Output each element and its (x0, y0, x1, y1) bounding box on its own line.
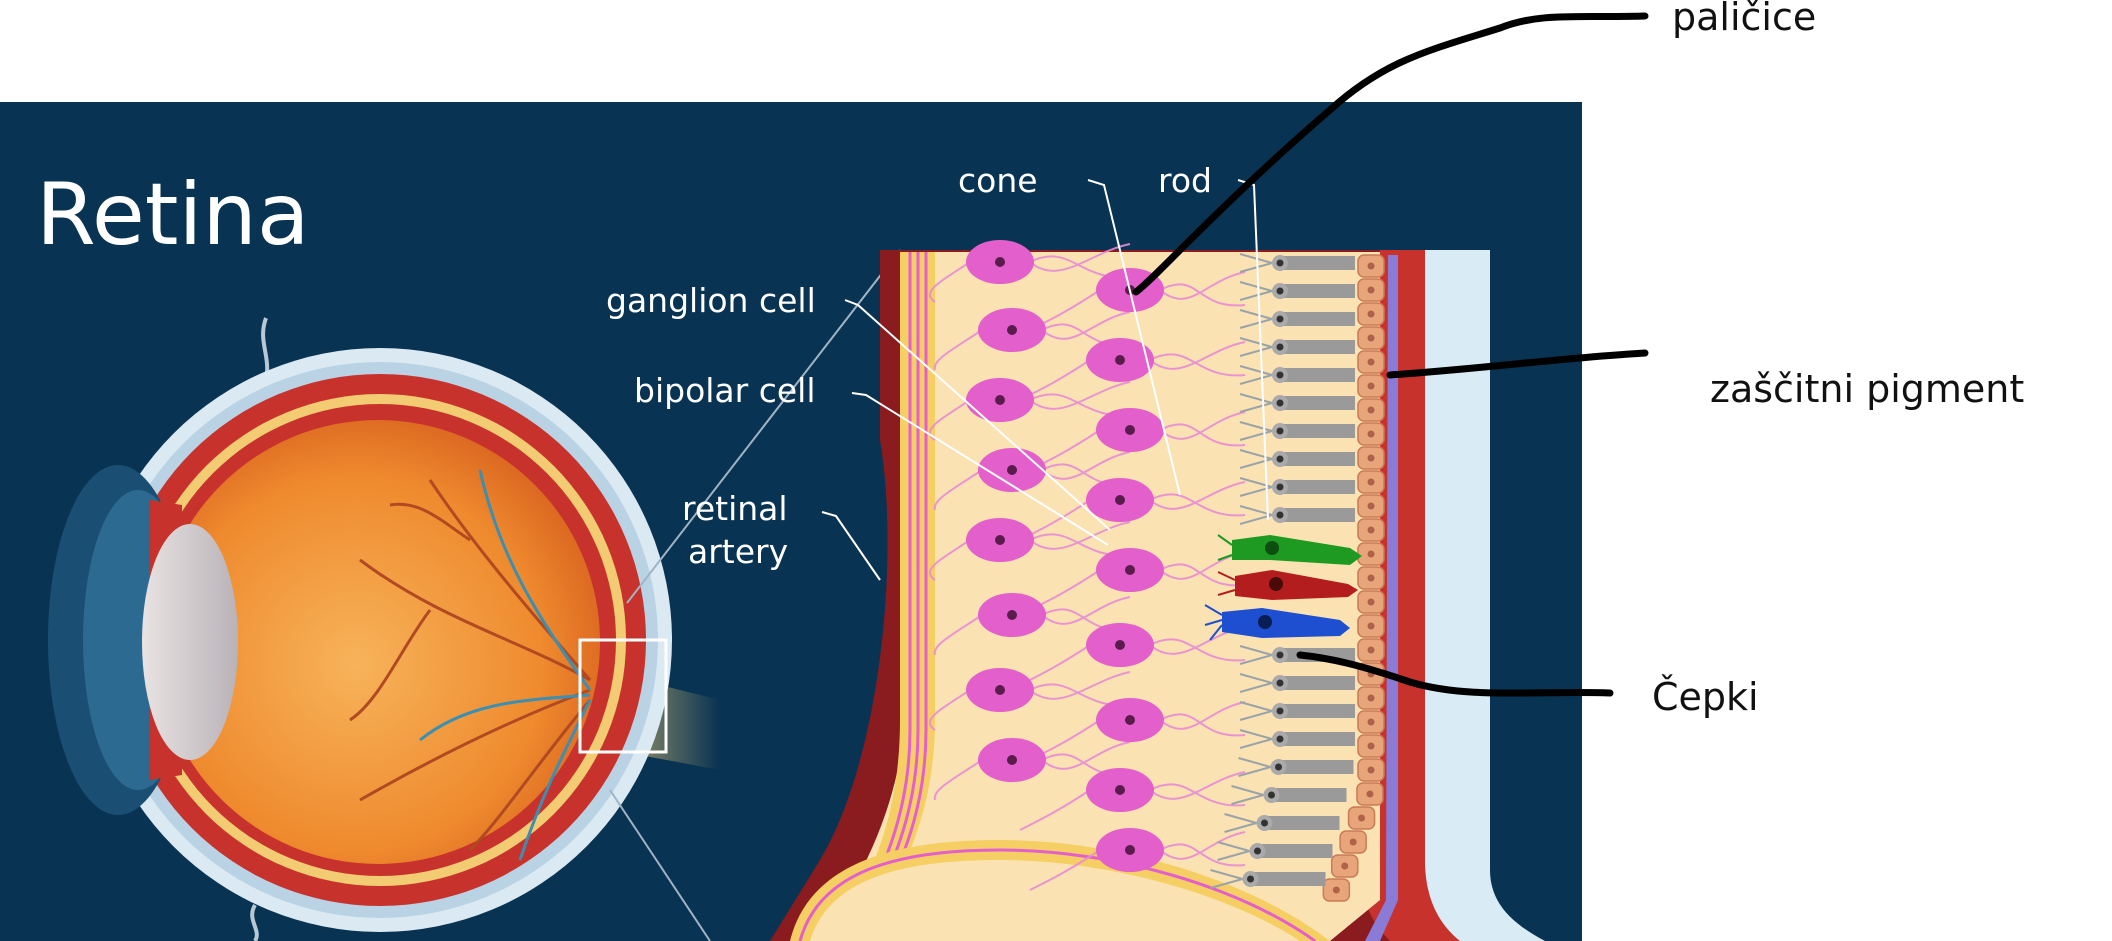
label-retinal-artery-line1: retinal (682, 489, 788, 528)
rod-cell (1280, 676, 1355, 690)
label-retinal-artery-line2: artery (688, 532, 788, 571)
handwritten-annotation-lines (1132, 12, 1649, 697)
rod-cell (1280, 508, 1355, 522)
rod-cell (1280, 396, 1355, 410)
rod-cell (1280, 256, 1355, 270)
rod-cell (1280, 704, 1355, 718)
diagram-title: Retina (36, 165, 310, 265)
rod-cell (1264, 816, 1340, 830)
note-rods: paličice (1672, 0, 1816, 39)
rod-cell (1257, 844, 1333, 858)
label-ganglion-cell: ganglion cell (606, 281, 816, 320)
rod-cell (1280, 480, 1355, 494)
rod-cell (1278, 760, 1354, 774)
label-cone: cone (958, 161, 1038, 200)
rod-cell (1280, 732, 1355, 746)
cone-blue (1222, 608, 1350, 638)
note-pigment: zaščitni pigment (1710, 367, 2024, 411)
rod-cell (1280, 424, 1355, 438)
zoom-region-box (578, 638, 668, 754)
rod-cell (1280, 452, 1355, 466)
label-bipolar-cell: bipolar cell (634, 371, 815, 410)
eyeball-illustration (48, 249, 901, 941)
label-pointers (821, 179, 1269, 581)
cone-red (1235, 570, 1358, 600)
note-cones: Čepki (1652, 675, 1759, 719)
rod-cell (1280, 312, 1355, 326)
pigment-epithelium (1322, 254, 1385, 902)
cone-green (1232, 535, 1362, 565)
rod-cell (1280, 284, 1355, 298)
rod-cell (1271, 788, 1347, 802)
rod-cell (1280, 340, 1355, 354)
label-rod: rod (1158, 161, 1212, 200)
rod-cell (1280, 368, 1355, 382)
rod-cell (1250, 872, 1326, 886)
cone-cells (1204, 534, 1362, 641)
